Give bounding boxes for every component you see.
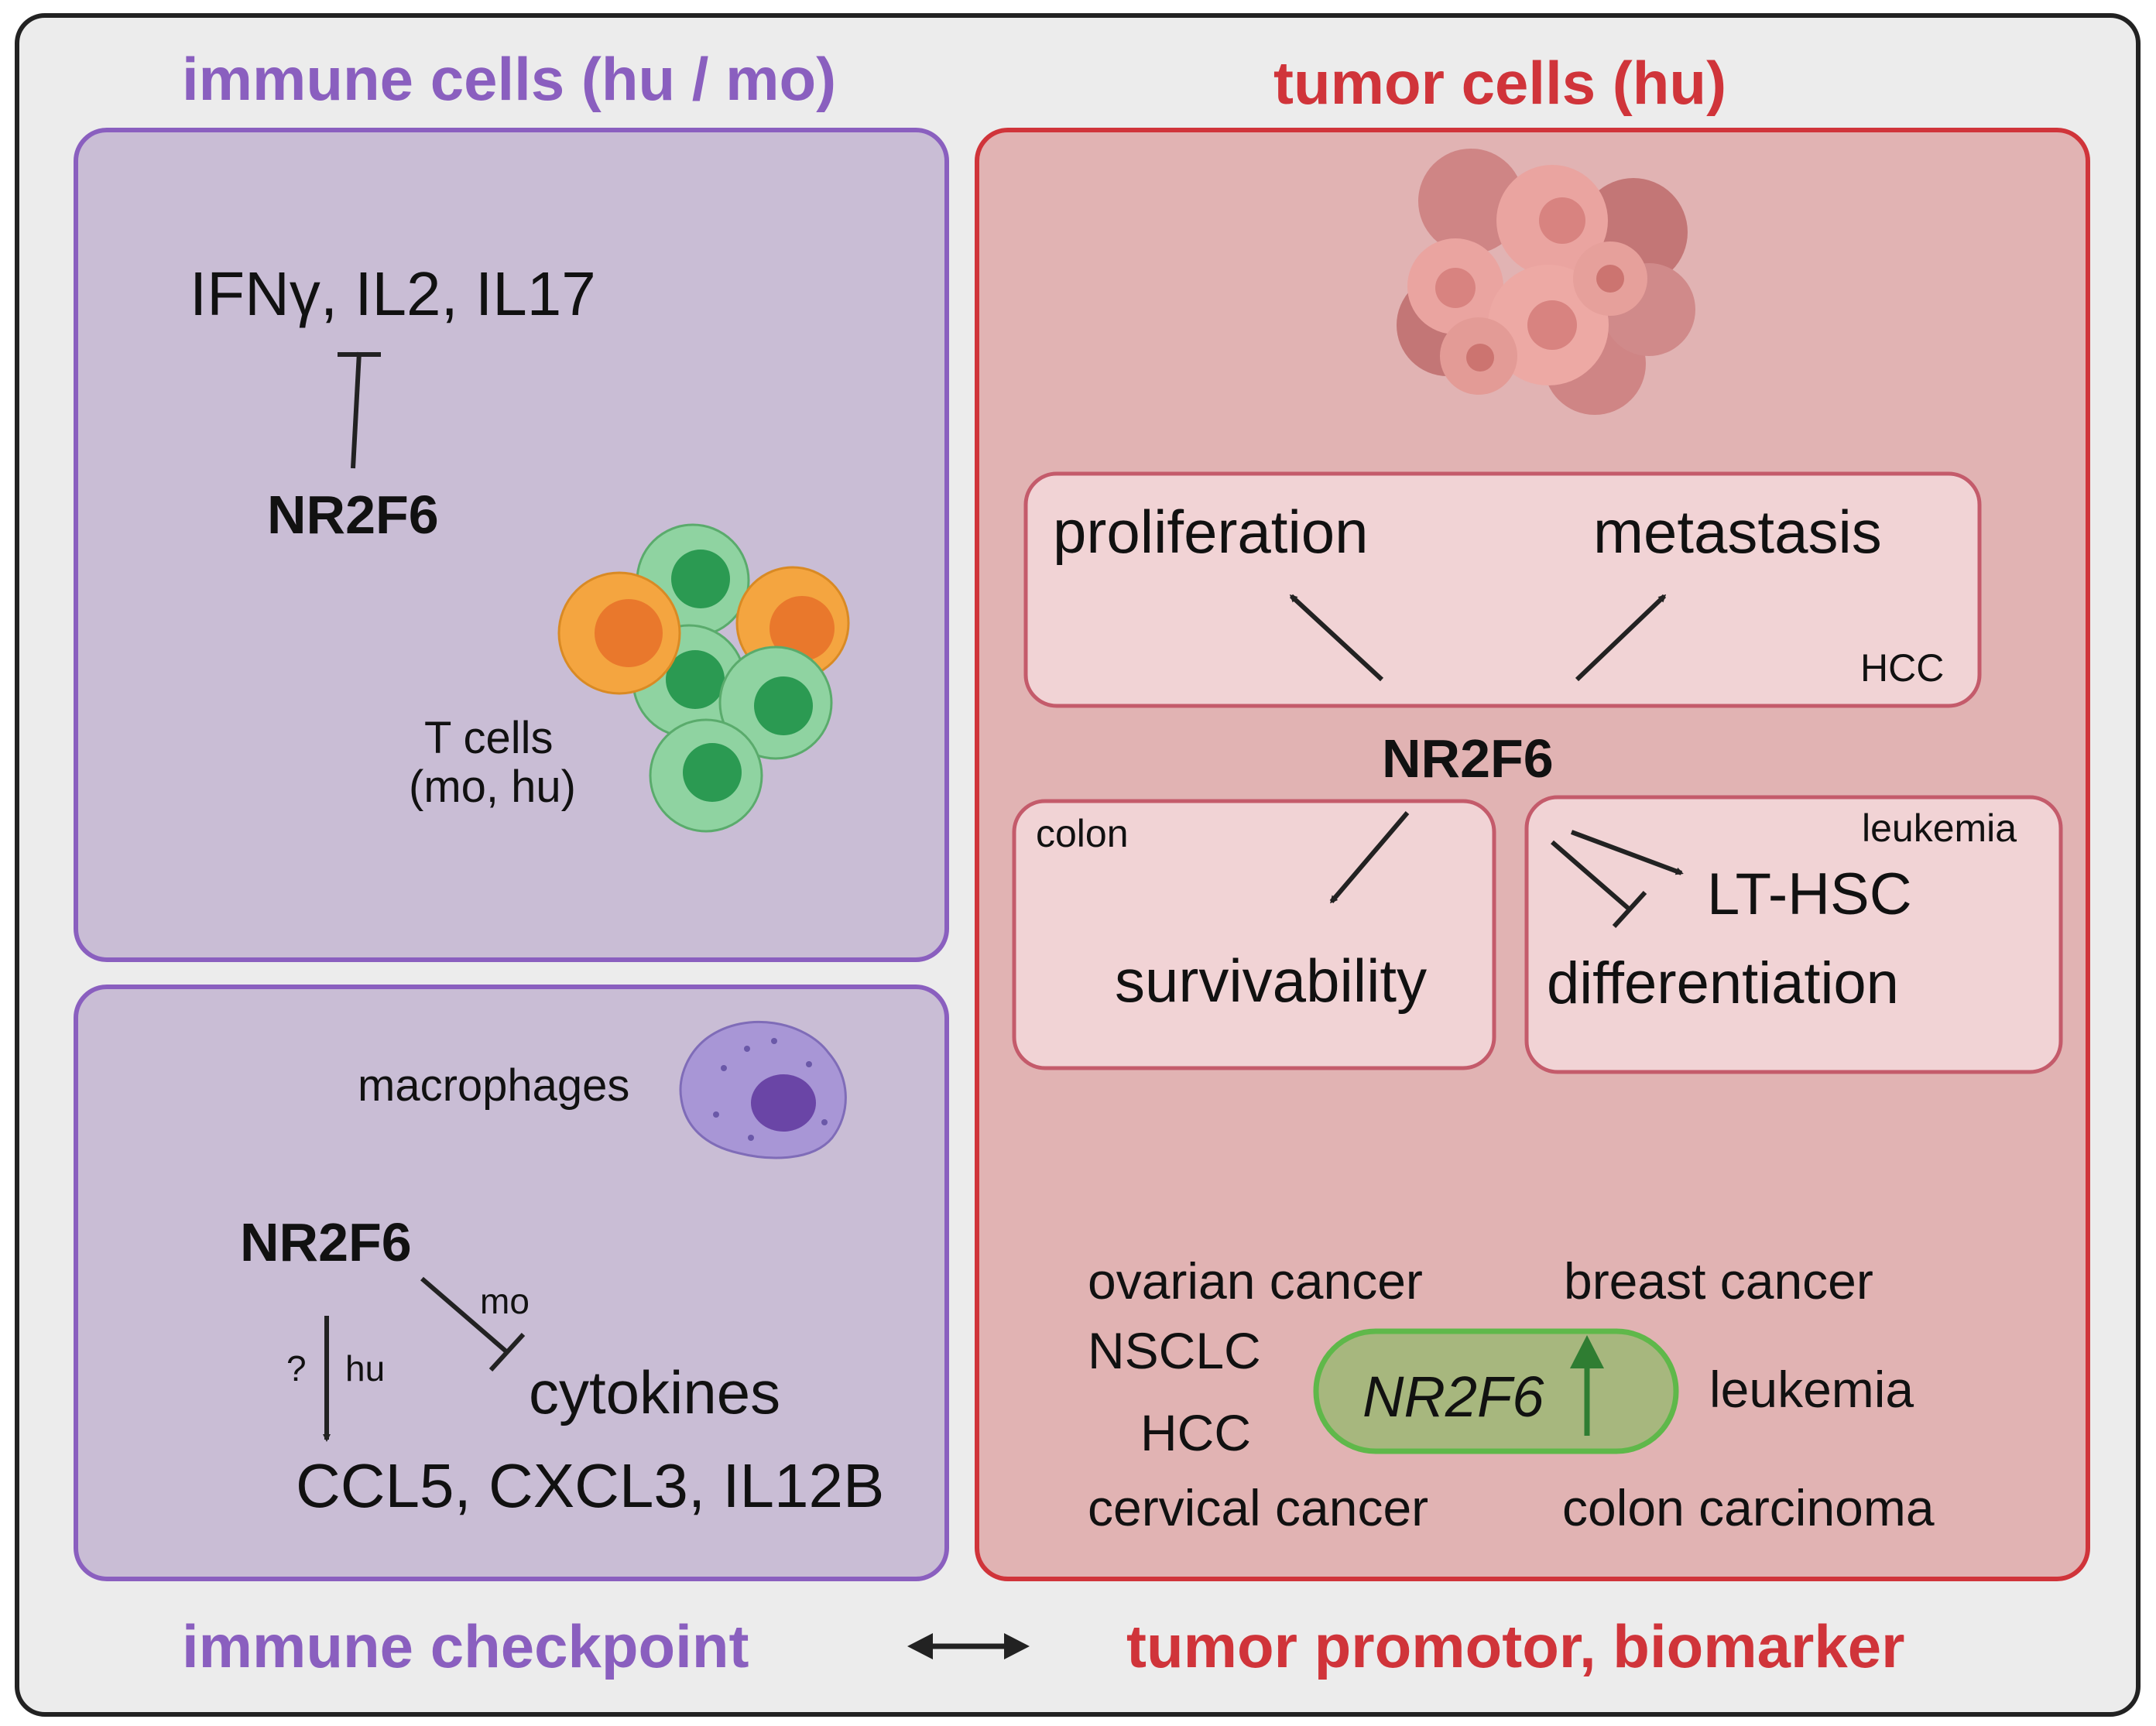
cancer-breast: breast cancer bbox=[1564, 1252, 1873, 1310]
cancer-colon-carcinoma: colon carcinoma bbox=[1562, 1479, 1935, 1536]
cancer-cervical: cervical cancer bbox=[1088, 1479, 1429, 1536]
biomarker-gene-label: NR2F6 bbox=[1362, 1365, 1544, 1429]
colon-box bbox=[1012, 799, 1496, 1070]
upregulation-arrowhead bbox=[1570, 1335, 1604, 1368]
hu-label: hu bbox=[345, 1348, 386, 1389]
t-cell-cluster-icon bbox=[557, 523, 850, 833]
double-arrow-left-head bbox=[907, 1633, 933, 1659]
cancer-leukemia: leukemia bbox=[1709, 1361, 1914, 1418]
tcell-cells-label: T cells bbox=[424, 713, 554, 763]
lt-hsc-label: LT-HSC bbox=[1707, 861, 1912, 927]
metastasis-label: metastasis bbox=[1593, 498, 1882, 566]
arrow-lt-hsc bbox=[1570, 830, 1684, 875]
tumor-cell-cluster-icon bbox=[1397, 149, 1695, 415]
colon-tag: colon bbox=[1036, 812, 1129, 855]
tumor-footer: tumor promotor, biomarker bbox=[1126, 1612, 1905, 1680]
tcell-panel bbox=[74, 128, 949, 962]
arrow-metastasis bbox=[1575, 594, 1667, 682]
immune-header: immune cells (hu / mo) bbox=[182, 45, 837, 113]
leukemia-tag: leukemia bbox=[1862, 806, 2017, 850]
chemokines-label: CCL5, CXCL3, IL12B bbox=[296, 1451, 885, 1520]
survivability-label: survivability bbox=[1115, 947, 1428, 1015]
inhibition-bar-differentiation bbox=[1612, 890, 1647, 929]
hcc-box bbox=[1023, 471, 1982, 708]
macrophage-icon bbox=[679, 1020, 847, 1159]
immune-footer: immune checkpoint bbox=[182, 1612, 749, 1680]
question-label: ? bbox=[286, 1348, 307, 1389]
inhibition-line-tcell bbox=[351, 351, 362, 469]
arrow-survivability bbox=[1329, 811, 1410, 904]
tcell-gene-label: NR2F6 bbox=[267, 485, 439, 545]
cancer-hcc: HCC bbox=[1140, 1404, 1251, 1461]
cancer-nsclc: NSCLC bbox=[1088, 1322, 1261, 1379]
inhibition-bar-macrophage bbox=[488, 1332, 526, 1372]
macrophage-label: macrophages bbox=[358, 1060, 630, 1111]
inhibition-line-macrophage bbox=[420, 1276, 509, 1354]
double-arrow-right-head bbox=[1004, 1633, 1030, 1659]
tcell-cells-species-label: (mo, hu) bbox=[409, 762, 576, 812]
differentiation-label: differentiation bbox=[1547, 950, 1899, 1016]
tumor-gene-label: NR2F6 bbox=[1382, 728, 1554, 789]
macrophage-gene-label: NR2F6 bbox=[240, 1212, 412, 1272]
cancer-ovarian: ovarian cancer bbox=[1088, 1252, 1423, 1310]
hcc-tag: HCC bbox=[1860, 646, 1945, 690]
mo-label: mo bbox=[480, 1281, 530, 1321]
inhibition-line-differentiation bbox=[1551, 840, 1631, 912]
macrophage-cytokines-label: cytokines bbox=[529, 1358, 781, 1426]
tcell-cytokines-label: IFNγ, IL2, IL17 bbox=[190, 259, 596, 328]
arrow-proliferation bbox=[1289, 594, 1384, 682]
proliferation-label: proliferation bbox=[1053, 498, 1369, 566]
tumor-header: tumor cells (hu) bbox=[1273, 49, 1727, 117]
